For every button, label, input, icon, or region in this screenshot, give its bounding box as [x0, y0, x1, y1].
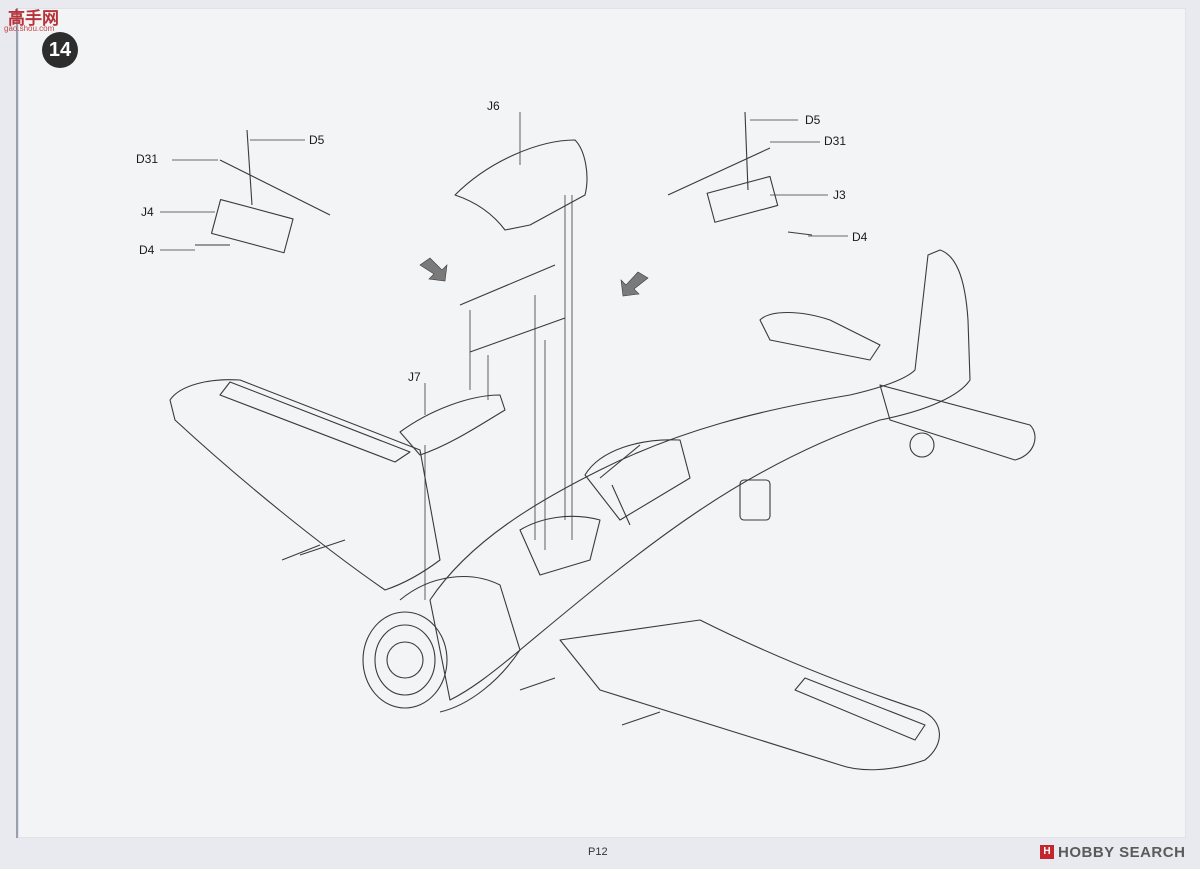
- engine-fan: [386, 641, 424, 679]
- tail-wheel: [909, 432, 935, 458]
- guide-lines: [424, 195, 573, 600]
- canopy-frame: [599, 444, 641, 526]
- callout-j6: J6: [487, 99, 500, 113]
- part-d4-right: [787, 231, 813, 236]
- cockpit-area: [519, 515, 601, 576]
- gun-mount-j3: [706, 175, 779, 223]
- gun-mount-j4: [210, 198, 294, 254]
- assembly-arrow-icon: [419, 257, 448, 282]
- callout-j4: J4: [141, 205, 154, 219]
- wing-left: [169, 379, 441, 591]
- callout-d4-left: D4: [139, 243, 155, 257]
- wing-gun-right: [519, 677, 661, 726]
- assembly-arrow-icon: [620, 271, 649, 297]
- part-j6: [454, 139, 588, 231]
- stabilizer-left: [759, 312, 881, 361]
- site-logo: 高手网: [8, 9, 59, 28]
- step-badge-icon: 14: [42, 32, 78, 68]
- watermark: H HOBBY SEARCH: [1040, 842, 1185, 862]
- cowling-side: [399, 576, 521, 713]
- canopy: [584, 439, 691, 521]
- stabilizer-right: [879, 384, 1036, 461]
- cowl-gun-lower: [469, 317, 566, 353]
- aileron-right: [794, 677, 926, 741]
- cowling-inner: [374, 624, 436, 696]
- part-j7: [399, 394, 506, 456]
- site-logo-sub: gao.shou.com: [4, 24, 55, 33]
- part-d5-left: [246, 129, 253, 206]
- page-number: P12: [588, 846, 608, 858]
- part-d5-right: [744, 111, 749, 191]
- cowling-front: [362, 611, 448, 709]
- aileron-left: [219, 381, 411, 463]
- callout-d31-right: D31: [824, 134, 847, 148]
- leader-lines: [160, 112, 848, 415]
- callout-j7: J7: [408, 370, 421, 384]
- callout-d5-right: D5: [805, 113, 821, 127]
- callout-j3: J3: [833, 188, 846, 202]
- logo-icon: H: [1040, 845, 1054, 859]
- callout-d4-right: D4: [852, 230, 868, 244]
- cowl-gun-upper: [459, 264, 556, 306]
- watermark-text: HOBBY SEARCH: [1058, 843, 1186, 861]
- manual-page: [16, 8, 1186, 838]
- fuselage-hatch: [739, 479, 771, 521]
- callout-d5-left: D5: [309, 133, 325, 147]
- callout-d31-left: D31: [136, 152, 159, 166]
- fuselage-outline: [429, 249, 971, 701]
- gun-d31-left: [219, 159, 331, 216]
- wing-right: [559, 619, 940, 771]
- gun-d31-right: [667, 147, 771, 196]
- wing-gun-left: [281, 539, 346, 561]
